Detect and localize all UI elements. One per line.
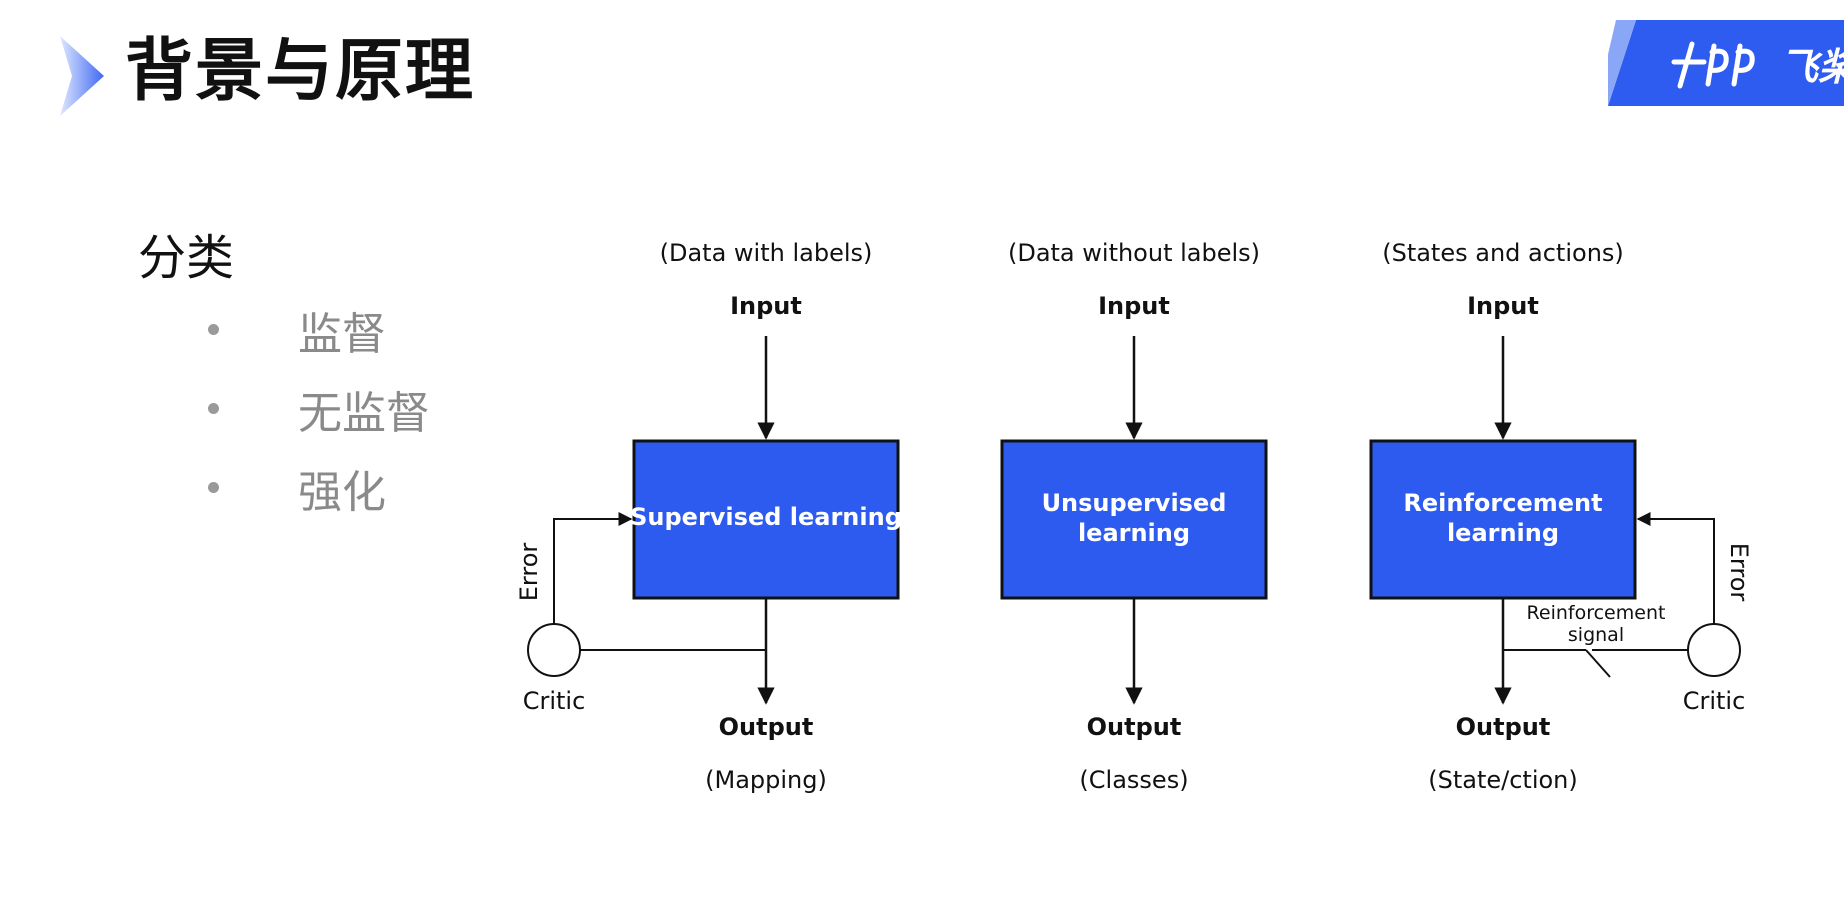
- unsupervised-box-label-line2: learning: [1078, 519, 1190, 547]
- supervised-output-label: Output: [719, 713, 814, 741]
- reinforcement-input-label: Input: [1467, 292, 1539, 320]
- reinforcement-critic-label: Critic: [1683, 687, 1746, 715]
- reinforcement-output-label: Output: [1456, 713, 1551, 741]
- reinforcement-box: [1369, 439, 1637, 600]
- brand-logo-icon: [1608, 20, 1844, 106]
- section-heading: 分类: [138, 230, 235, 286]
- unsupervised-output-note: (Classes): [1079, 766, 1188, 794]
- brand-name: 飞桨: [1780, 45, 1844, 89]
- category-list: 监督 无监督 强化: [208, 290, 430, 527]
- supervised-input-label: Input: [730, 292, 802, 320]
- supervised-error-label: Error: [515, 543, 543, 602]
- supervised-box-label: Supervised learning: [630, 503, 902, 531]
- supervised-panel: (Data with labels) Input Supervised lear…: [515, 239, 902, 794]
- unsupervised-output-label: Output: [1087, 713, 1182, 741]
- reinforcement-output-note: (State/ction): [1428, 766, 1578, 794]
- supervised-box: [632, 439, 900, 600]
- reinforcement-error-arrow: [1636, 512, 1715, 624]
- category-item-supervised: 监督: [208, 290, 430, 369]
- unsupervised-box: [1000, 439, 1268, 600]
- title-arrow-icon: [60, 36, 104, 116]
- reinforcement-box-label-line1: Reinforcement: [1403, 489, 1602, 517]
- reinforcement-data-note: (States and actions): [1382, 239, 1624, 267]
- reinforcement-critic-circle: [1687, 623, 1741, 677]
- supervised-data-note: (Data with labels): [660, 239, 873, 267]
- unsupervised-panel: (Data without labels) Input Unsupervised…: [1000, 239, 1268, 794]
- reinforcement-signal-label-line2: signal: [1568, 624, 1624, 646]
- category-label: 强化: [298, 466, 386, 518]
- category-label: 无监督: [298, 387, 430, 439]
- supervised-error-arrow: [553, 512, 633, 624]
- bullet-dot-icon: [208, 324, 219, 335]
- category-item-unsupervised: 无监督: [208, 369, 430, 448]
- supervised-critic-circle: [527, 623, 581, 677]
- supervised-output-note: (Mapping): [705, 766, 827, 794]
- reinforcement-signal-label-line1: Reinforcement: [1527, 602, 1666, 624]
- unsupervised-input-label: Input: [1098, 292, 1170, 320]
- reinforcement-panel: (States and actions) Input Reinforcement…: [1369, 239, 1753, 794]
- bullet-dot-icon: [208, 403, 219, 414]
- reinforcement-box-label-line2: learning: [1447, 519, 1559, 547]
- category-item-reinforcement: 强化: [208, 448, 430, 527]
- bullet-dot-icon: [208, 482, 219, 493]
- page-title: 背景与原理: [125, 32, 476, 111]
- reinforcement-error-label: Error: [1725, 543, 1753, 602]
- unsupervised-data-note: (Data without labels): [1008, 239, 1260, 267]
- reinforcement-signal-switch: [1585, 649, 1611, 678]
- unsupervised-box-label-line1: Unsupervised: [1042, 489, 1227, 517]
- supervised-critic-label: Critic: [523, 687, 586, 715]
- category-label: 监督: [298, 308, 386, 360]
